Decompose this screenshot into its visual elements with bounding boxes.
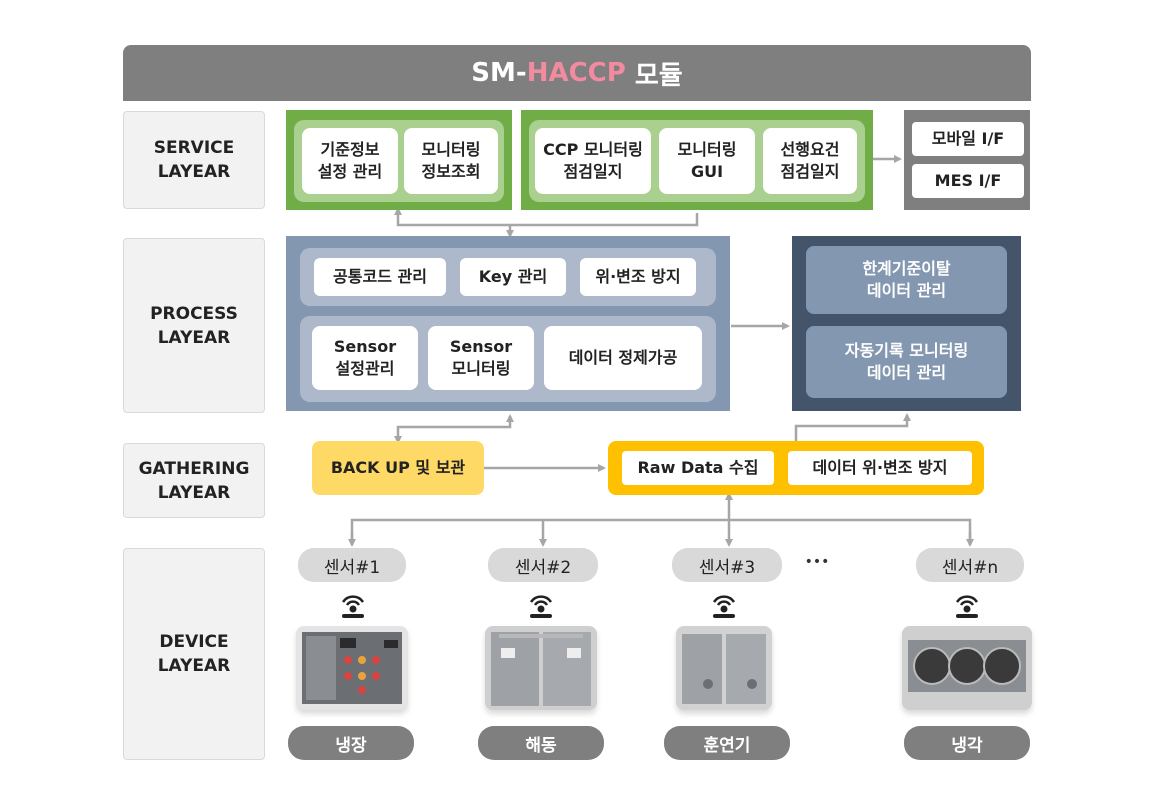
sensor-ellipsis: ••• [804, 554, 830, 570]
limit-deviation-data-button[interactable]: 한계기준이탈 데이터 관리 [806, 246, 1007, 314]
smoker-unit-image [676, 626, 772, 710]
module-title: SM-HACCP 모듈 [123, 45, 1031, 101]
backup-storage-button[interactable]: BACK UP 및 보관 [312, 441, 484, 495]
refrigeration-pill[interactable]: 냉장 [288, 726, 414, 760]
standard-info-settings-button[interactable]: 기준정보 설정 관리 [302, 128, 398, 194]
device-layer-label: DEVICE LAYEAR [123, 548, 265, 760]
cooling-pill[interactable]: 냉각 [904, 726, 1030, 760]
smoker-pill[interactable]: 훈연기 [664, 726, 790, 760]
raw-data-collect-button[interactable]: Raw Data 수집 [622, 451, 774, 485]
sensor-3-pill[interactable]: 센서#3 [672, 548, 782, 582]
title-accent: HACCP [526, 58, 626, 88]
title-suffix: 모듈 [625, 60, 683, 91]
data-tamper-prevention-button[interactable]: 데이터 위·변조 방지 [788, 451, 972, 485]
sensor-signal-icon [341, 595, 365, 618]
gathering-layer-label: GATHERING LAYEAR [123, 443, 265, 518]
sensor-1-pill[interactable]: 센서#1 [298, 548, 406, 582]
thawing-pill[interactable]: 해동 [478, 726, 604, 760]
mes-interface-button[interactable]: MES I/F [912, 164, 1024, 198]
mobile-interface-button[interactable]: 모바일 I/F [912, 122, 1024, 156]
process-layer-label: PROCESS LAYEAR [123, 238, 265, 413]
key-management-button[interactable]: Key 관리 [460, 258, 566, 296]
gathering-box: Raw Data 수집 데이터 위·변조 방지 [608, 441, 984, 495]
title-prefix: SM- [471, 58, 527, 88]
service-group-2: CCP 모니터링 점검일지 모니터링 GUI 선행요건 점검일지 [521, 110, 873, 210]
service-layer-label: SERVICE LAYEAR [123, 111, 265, 209]
ccp-monitoring-log-button[interactable]: CCP 모니터링 점검일지 [535, 128, 651, 194]
control-panel-image [296, 626, 408, 710]
tamper-prevention-button[interactable]: 위·변조 방지 [580, 258, 696, 296]
process-main-box: 공통코드 관리 Key 관리 위·변조 방지 Sensor 설정관리 Senso… [286, 236, 730, 411]
monitoring-gui-button[interactable]: 모니터링 GUI [659, 128, 755, 194]
cooling-unit-image [902, 626, 1032, 710]
sensor-n-pill[interactable]: 센서#n [916, 548, 1024, 582]
service-group-1: 기준정보 설정 관리 모니터링 정보조회 [286, 110, 512, 210]
sensor-monitoring-button[interactable]: Sensor 모니터링 [428, 326, 534, 390]
auto-record-monitoring-button[interactable]: 자동기록 모니터링 데이터 관리 [806, 326, 1007, 398]
process-right-box: 한계기준이탈 데이터 관리 자동기록 모니터링 데이터 관리 [792, 236, 1021, 411]
sensor-signal-icon [529, 595, 553, 618]
sensor-signal-icon [712, 595, 736, 618]
sensor-signal-icon [955, 595, 979, 618]
sensor-settings-button[interactable]: Sensor 설정관리 [312, 326, 418, 390]
common-code-button[interactable]: 공통코드 관리 [314, 258, 446, 296]
data-refine-button[interactable]: 데이터 정제가공 [544, 326, 702, 390]
thawing-unit-image [485, 626, 597, 710]
sensor-2-pill[interactable]: 센서#2 [488, 548, 598, 582]
monitoring-info-query-button[interactable]: 모니터링 정보조회 [404, 128, 498, 194]
interface-box: 모바일 I/F MES I/F [904, 110, 1030, 210]
prerequisite-log-button[interactable]: 선행요건 점검일지 [763, 128, 857, 194]
